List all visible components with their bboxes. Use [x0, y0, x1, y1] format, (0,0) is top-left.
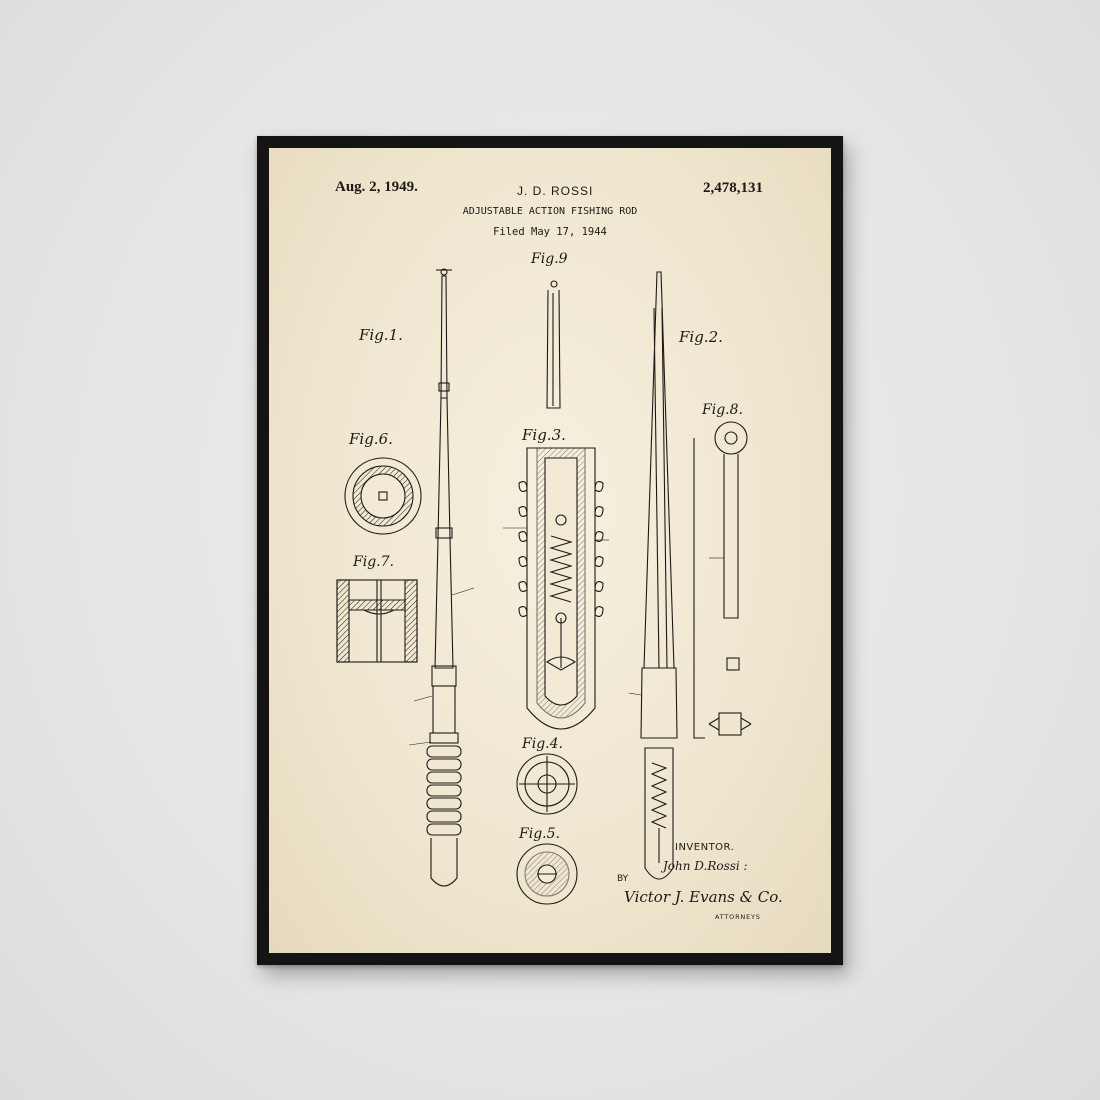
figure-2-label: Fig.2.	[679, 328, 723, 346]
attorneys-label: ATTORNEYS	[715, 913, 761, 921]
inventor-header: J. D. ROSSI	[517, 184, 594, 198]
patent-drawing	[336, 268, 752, 905]
figure-6-label: Fig.6.	[349, 430, 393, 448]
patent-date: Aug. 2, 1949.	[335, 179, 418, 195]
figure-4-label: Fig.4.	[522, 736, 563, 752]
inventor-label: INVENTOR.	[675, 842, 735, 853]
patent-number: 2,478,131	[703, 180, 763, 196]
patent-title: ADJUSTABLE ACTION FISHING ROD	[462, 206, 638, 217]
figure-5-ring	[516, 843, 578, 905]
figure-8-label: Fig.8.	[702, 402, 743, 418]
figure-5-label: Fig.5.	[519, 826, 560, 842]
attorney-signature: Victor J. Evans & Co.	[624, 888, 783, 906]
figure-8-bolt	[693, 421, 752, 739]
figure-7-label: Fig.7.	[353, 554, 394, 570]
figure-9-label: Fig.9	[531, 251, 568, 267]
figure-3-label: Fig.3.	[522, 426, 566, 444]
poster-frame: Aug. 2, 1949. J. D. ROSSI 2,478,131 ADJU…	[257, 136, 843, 965]
figure-3-spring-section	[518, 447, 604, 730]
figure-1-label: Fig.1.	[359, 326, 403, 344]
by-label: BY	[617, 874, 629, 884]
inventor-name: John D.Rossi :	[663, 859, 748, 873]
figure-6-ring	[344, 457, 422, 535]
figure-2-rod-section	[640, 271, 678, 880]
filed-date: Filed May 17, 1944	[493, 226, 607, 238]
patent-paper: Aug. 2, 1949. J. D. ROSSI 2,478,131 ADJU…	[269, 148, 831, 953]
figure-7-section	[336, 579, 418, 663]
figure-1-rod	[426, 268, 462, 887]
figure-9-tip	[546, 280, 561, 409]
figure-4-ring	[516, 753, 578, 815]
